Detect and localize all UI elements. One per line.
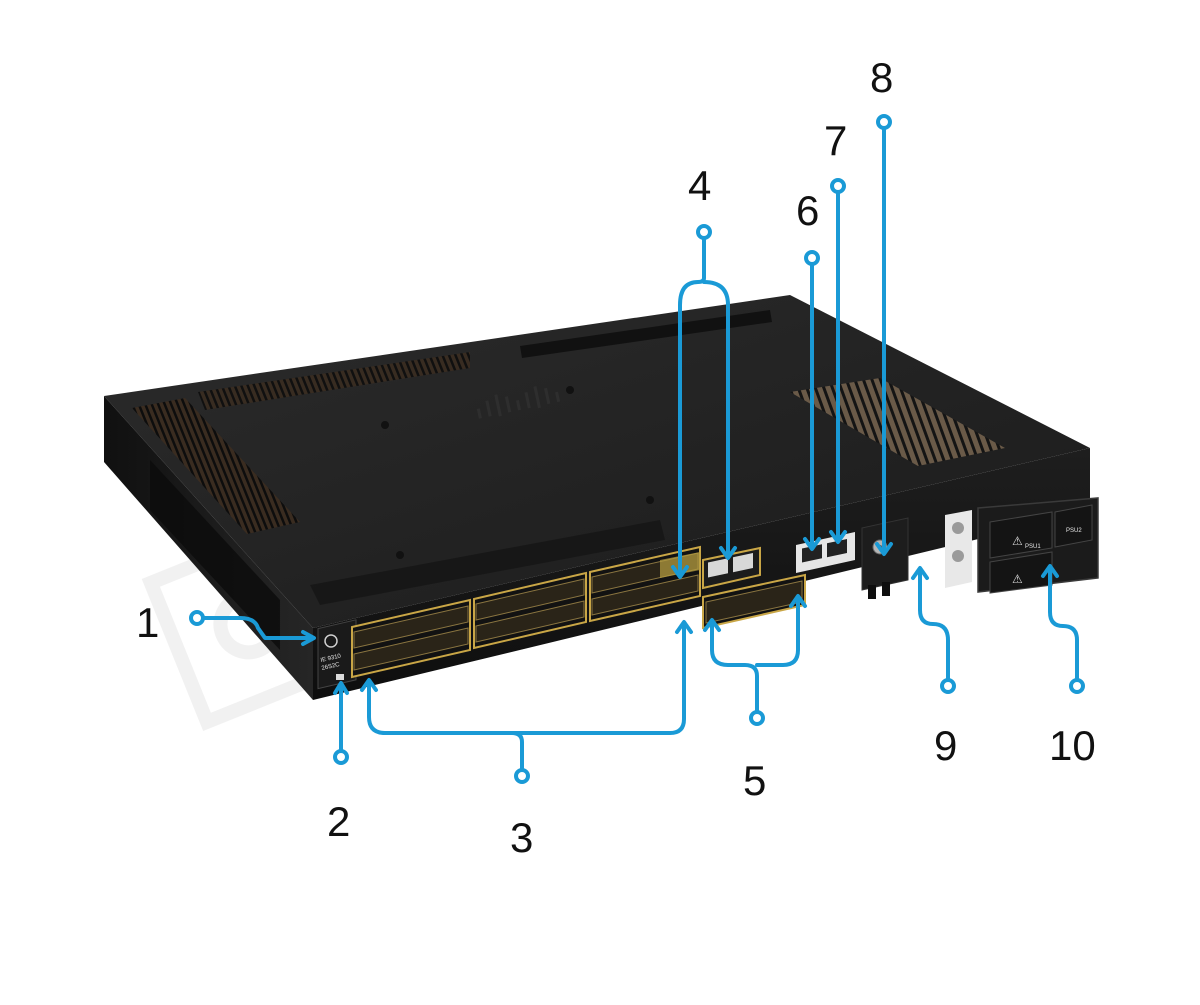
callout-lines xyxy=(201,120,1079,778)
top-vent-left xyxy=(132,398,300,534)
callout-number-3: 3 xyxy=(510,814,533,861)
callout-number-7: 7 xyxy=(824,117,847,164)
callout-number-1: 1 xyxy=(136,599,159,646)
reset-button[interactable] xyxy=(324,634,338,648)
arrow-head-10 xyxy=(1041,564,1059,578)
callout-dot-2 xyxy=(333,749,349,765)
arrow-head-2 xyxy=(333,681,349,695)
callout-line-4a xyxy=(678,230,706,577)
callout-dot-3 xyxy=(514,768,530,784)
switch-chassis xyxy=(104,295,1090,700)
callout-dot-9 xyxy=(940,678,956,694)
arrow-head-5a xyxy=(703,618,721,632)
status-led xyxy=(336,674,344,680)
callout-number-5: 5 xyxy=(743,757,766,804)
callout-dot-10 xyxy=(1069,678,1085,694)
callout-line-5a xyxy=(710,620,759,720)
callout-dot-5 xyxy=(749,710,765,726)
callout-number-9: 9 xyxy=(934,722,957,769)
psu-bay: ⚠ ⚠ PSU1 PSU2 xyxy=(977,497,1099,594)
callout-line-9 xyxy=(918,568,950,688)
arrow-head-3a xyxy=(360,678,378,692)
arrow-head-9 xyxy=(911,566,929,580)
arrow-head-7 xyxy=(829,530,847,544)
sfp-port-block-1 xyxy=(351,598,471,679)
callout-line-4b xyxy=(702,280,730,558)
arrow-head-4b xyxy=(719,546,737,560)
callout-dot-7 xyxy=(830,178,846,194)
callout-dots xyxy=(189,114,1085,784)
top-vent-right xyxy=(790,378,1005,466)
callout-number-2: 2 xyxy=(327,798,350,845)
callout-line-3b xyxy=(510,622,686,735)
arrow-head-5b xyxy=(789,594,807,608)
rj45-port-block xyxy=(702,546,761,590)
arrow-head-8 xyxy=(875,542,893,556)
callout-dot-8 xyxy=(876,114,892,130)
callout-dot-4 xyxy=(696,224,712,240)
callout-line-3a xyxy=(367,680,524,778)
callout-number-10: 10 xyxy=(1049,722,1096,769)
callout-dot-1 xyxy=(189,610,205,626)
callout-numbers: 1 2 3 4 5 6 7 8 9 10 xyxy=(136,54,1096,861)
psu2-label: PSU2 xyxy=(1066,528,1082,534)
arrow-head-1 xyxy=(301,630,316,646)
callout-number-4: 4 xyxy=(688,162,711,209)
callout-line-10 xyxy=(1048,566,1079,688)
callout-number-6: 6 xyxy=(796,187,819,234)
arrow-head-6 xyxy=(803,537,821,551)
arrow-head-4a xyxy=(671,565,689,579)
model-line2: 26S2C xyxy=(321,662,341,672)
model-line1: IE 9310 xyxy=(320,653,342,664)
cisco-logo-icon xyxy=(476,386,561,419)
callout-dot-6 xyxy=(804,250,820,266)
callout-line-5b xyxy=(755,596,800,667)
warning-icon: ⚠ xyxy=(1012,572,1023,586)
psu1-label: PSU1 xyxy=(1025,544,1041,550)
arrow-head-3b xyxy=(675,620,693,634)
callout-line-1 xyxy=(201,616,315,640)
dc-terminal xyxy=(945,510,972,588)
warning-icon: ⚠ xyxy=(1012,534,1023,548)
sfp-port-block-2 xyxy=(473,571,587,650)
callout-number-8: 8 xyxy=(870,54,893,101)
